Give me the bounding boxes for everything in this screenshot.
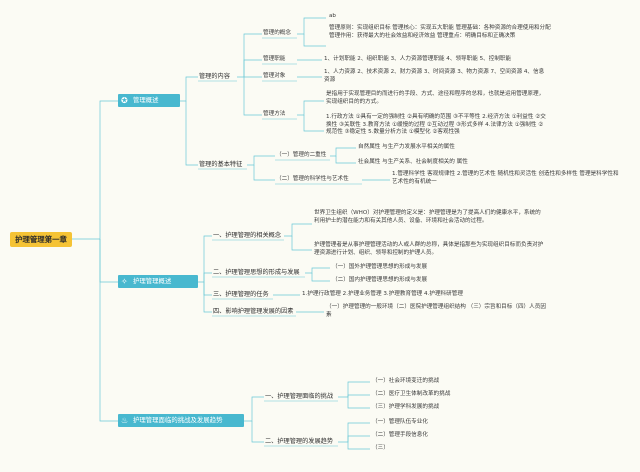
node-manager-definition[interactable]: 护理管理者是从事护理管理活动的人或人群的总称，具体是指那些为实现组织目标而负责对…	[314, 242, 544, 256]
node-management-concept[interactable]: 管理的概念	[263, 30, 291, 36]
node-method-definition[interactable]: 是指用于实现管理目的而进行的手段、方式、途径和程序的总和，也就是运用管理原理，实…	[326, 91, 545, 105]
node-challenge-discipline[interactable]: （三）护理学科发展的挑战	[372, 404, 440, 410]
star-icon: ✪	[121, 96, 128, 105]
node-challenge-social[interactable]: （一）社会环境变迁的挑战	[372, 378, 440, 384]
section-node-nursing-overview[interactable]: ✧ 护理管理概述	[118, 275, 198, 288]
node-management-object[interactable]: 管理对象	[263, 73, 286, 79]
section-node-challenges-trends[interactable]: ♨ 护理管理面临的挑战及发展趋势	[118, 414, 244, 427]
node-who-definition[interactable]: 世界卫生组织（WHO）对护理管理的定义是：护理管理是为了提高人们的健康水平，系统…	[314, 210, 541, 224]
node-thought-domestic[interactable]: （二）国内护理管理思想的形成与发展	[332, 277, 428, 283]
node-object-text[interactable]: 1、人力资源 2、技术资源 2、财力资源 3、时间资源 3、物力资源 7、空间资…	[324, 69, 545, 83]
node-concept-ab[interactable]: ab	[329, 13, 336, 19]
root-node[interactable]: 护理管理第一章	[10, 232, 72, 247]
node-trend-informatization[interactable]: （二）管理手段信息化	[372, 432, 428, 438]
node-challenge-reform[interactable]: （二）医疗卫生体制改革的挑战	[372, 391, 451, 397]
sparkle-icon: ✧	[121, 277, 128, 286]
node-functions-text[interactable]: 1、计划职能 2、组织职能 3、人力资源管理职能 4、领导职能 5、控制职能	[324, 56, 512, 62]
node-thought-foreign[interactable]: （一）国外护理管理思想的形成与发展	[332, 264, 428, 270]
node-trend-third[interactable]: （三）	[372, 445, 389, 451]
node-nursing-tasks[interactable]: 三、护理管理的任务	[213, 291, 269, 298]
node-basic-features[interactable]: 管理的基本特征	[199, 161, 243, 168]
section-node-management-overview[interactable]: ✪ 管理概述	[118, 94, 180, 107]
section-label: 护理管理概述	[133, 277, 172, 285]
node-management-method[interactable]: 管理方法	[263, 111, 286, 117]
node-science-art-text[interactable]: 1.管理科学性 客观规律性 2.管理的艺术性 随机性和灵活性 创造性和多样性 管…	[392, 171, 619, 185]
node-management-content[interactable]: 管理的内容	[199, 73, 230, 80]
node-natural-attribute[interactable]: 自然属性 与生产力发展水平相关的属性	[358, 144, 455, 150]
section-label: 管理概述	[133, 96, 159, 104]
node-social-attribute[interactable]: 社会属性 与生产关系、社会制度相关的 属性	[358, 159, 468, 165]
node-challenges[interactable]: 一、护理管理面临的挑战	[265, 393, 334, 400]
node-method-list[interactable]: 1.行政方法 ①具有一定的强制性 ②具有明确的范围 ③不平等性 2.经济方法 ①…	[326, 114, 546, 136]
flame-icon: ♨	[121, 416, 129, 425]
node-trends[interactable]: 二、护理管理的发展趋势	[265, 438, 334, 445]
node-management-functions[interactable]: 管理职能	[263, 56, 286, 62]
node-influencing-factors[interactable]: 四、影响护理管理发展的因素	[213, 308, 294, 315]
section-label: 护理管理面临的挑战及发展趋势	[133, 416, 223, 424]
node-duality[interactable]: （一）管理的二重性	[276, 152, 327, 158]
node-factors-text[interactable]: （一）护理管理的一般环境（二）医院护理管理组织结构 （三）宗旨和目标（四）人员因…	[326, 304, 546, 318]
node-thought-development[interactable]: 二、护理管理思想的形成与发展	[213, 269, 300, 276]
node-concept-text[interactable]: 管理原则：实现组织目标 管理核心：实现五大职能 管理基础：各种资源的合理使用和分…	[329, 25, 551, 39]
node-trend-professional[interactable]: （一）管理队伍专业化	[372, 419, 428, 425]
node-tasks-text[interactable]: 1.护理行政管理 2.护理业务管理 3.护理教育管理 4.护理科研管理	[302, 291, 463, 297]
node-nursing-concepts[interactable]: 一、护理管理的相关概念	[213, 232, 282, 239]
node-science-art[interactable]: （二）管理的科学性与艺术性	[276, 176, 349, 182]
